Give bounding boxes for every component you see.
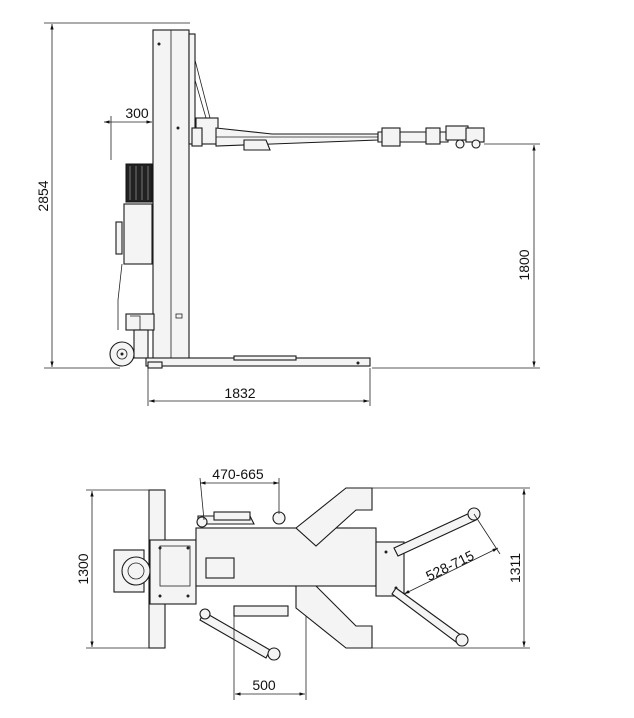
top-rear-arms [375, 507, 481, 647]
dim-front-arm-reach: 470-665 [212, 466, 264, 482]
side-view [109, 29, 485, 369]
dim-base-length: 1832 [224, 385, 255, 401]
dim-right-width: 1311 [507, 553, 523, 583]
dim-rear-arm-reach: 528-715 [423, 547, 476, 584]
dim-total-height: 2854 [35, 180, 51, 211]
side-power-unit [115, 163, 153, 330]
dim-motor-offset: 300 [125, 105, 149, 121]
side-dimensions: 2854 300 1800 1832 [35, 22, 540, 406]
dim-leg-spacing: 500 [252, 677, 276, 693]
dim-top-width: 1300 [75, 553, 91, 584]
oil-tank [123, 203, 153, 265]
top-view [113, 487, 481, 661]
side-lift-arm [215, 125, 485, 151]
dim-arm-height: 1800 [516, 249, 532, 280]
top-front-arms [196, 511, 286, 661]
top-legs [233, 487, 373, 649]
